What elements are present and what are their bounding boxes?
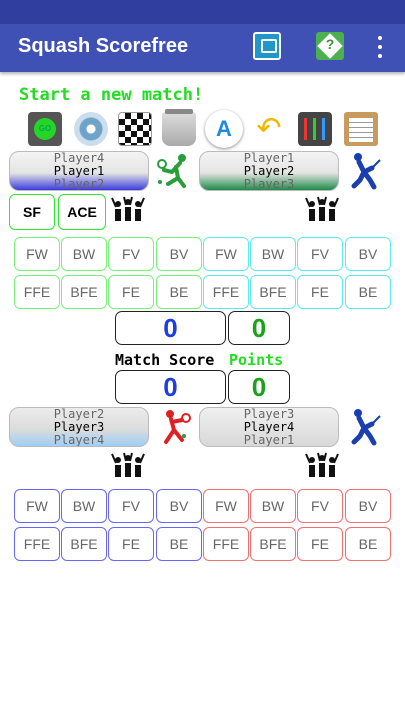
cheering-crowd-icon[interactable] xyxy=(110,452,146,484)
go-icon[interactable] xyxy=(28,112,62,146)
points-label: Points xyxy=(229,351,284,369)
player-line: Player4 xyxy=(53,151,105,165)
settings-gear-icon[interactable] xyxy=(74,112,108,146)
team-top-right-selector[interactable]: Player1 Player2 Player3 xyxy=(199,151,339,191)
team-bottom-match-score: 0 xyxy=(115,370,226,404)
shot-button[interactable]: FE xyxy=(108,527,154,561)
shot-button[interactable]: FV xyxy=(108,237,154,271)
shot-button[interactable]: FV xyxy=(297,237,343,271)
shot-button[interactable]: FW xyxy=(14,237,60,271)
shot-button[interactable]: BE xyxy=(156,275,202,309)
shot-button[interactable]: BFE xyxy=(61,275,107,309)
trash-icon[interactable] xyxy=(162,109,196,146)
player-line: Player1 xyxy=(243,151,295,165)
match-score-label: Match Score xyxy=(115,351,215,369)
shot-button[interactable]: FW xyxy=(14,489,60,523)
cheering-crowd-icon[interactable] xyxy=(304,452,340,484)
team-bottom-points: 0 xyxy=(228,370,290,404)
undo-icon[interactable]: ↶ xyxy=(252,112,286,146)
shot-button[interactable]: FW xyxy=(203,237,249,271)
tennis-player-icon xyxy=(154,150,194,190)
shot-button[interactable]: BFE xyxy=(61,527,107,561)
undo-glyph: ↶ xyxy=(256,112,282,145)
app-bar: Squash Scorefree ? xyxy=(0,24,405,72)
tennis-player-icon xyxy=(154,406,194,446)
cheering-crowd-icon[interactable] xyxy=(110,196,146,228)
shot-button[interactable]: BE xyxy=(345,275,391,309)
team-top-left-selector[interactable]: Player4 Player1 Player2 xyxy=(9,151,149,191)
squash-player-icon xyxy=(344,406,384,446)
shot-button[interactable]: BV xyxy=(345,237,391,271)
shot-button[interactable]: BW xyxy=(250,237,296,271)
shot-button[interactable]: FE xyxy=(297,527,343,561)
shot-button[interactable]: FE xyxy=(108,275,154,309)
team-bottom-right-selector[interactable]: Player3 Player4 Player1 xyxy=(199,407,339,447)
squash-player-icon xyxy=(344,150,384,190)
help-icon[interactable]: ? xyxy=(316,32,344,60)
team-bottom-left-selector[interactable]: Player2 Player3 Player4 xyxy=(9,407,149,447)
shot-button[interactable]: BW xyxy=(61,489,107,523)
shot-button[interactable]: FW xyxy=(203,489,249,523)
shot-button[interactable]: BFE xyxy=(250,275,296,309)
checkered-flag-icon[interactable] xyxy=(118,112,152,146)
shot-button[interactable]: BW xyxy=(61,237,107,271)
shot-button[interactable]: BV xyxy=(345,489,391,523)
player-line-selected: Player1 xyxy=(53,164,105,178)
start-new-match-text[interactable]: Start a new match! xyxy=(19,85,204,105)
cheering-crowd-icon[interactable] xyxy=(304,196,340,228)
player-line: Player4 xyxy=(53,433,105,447)
font-icon[interactable]: A xyxy=(205,110,243,148)
player-line: Player3 xyxy=(243,177,295,191)
player-line: Player2 xyxy=(53,407,105,421)
team-top-match-score: 0 xyxy=(115,311,226,345)
font-glyph: A xyxy=(216,116,232,141)
shot-button[interactable]: FV xyxy=(297,489,343,523)
shot-button[interactable]: FFE xyxy=(14,275,60,309)
status-bar xyxy=(0,0,405,24)
shot-button[interactable]: FE xyxy=(297,275,343,309)
shot-button[interactable]: BW xyxy=(250,489,296,523)
shot-button[interactable]: BE xyxy=(156,527,202,561)
player-line: Player3 xyxy=(243,407,295,421)
overflow-menu-icon[interactable] xyxy=(372,34,388,60)
player-line-selected: Player3 xyxy=(53,420,105,434)
ace-button[interactable]: ACE xyxy=(58,194,106,230)
player-line: Player1 xyxy=(243,433,295,447)
help-glyph: ? xyxy=(325,36,335,52)
player-line: Player2 xyxy=(53,177,105,191)
app-title: Squash Scorefree xyxy=(18,35,189,57)
shot-button[interactable]: FV xyxy=(108,489,154,523)
shot-button[interactable]: FFE xyxy=(203,275,249,309)
shot-button[interactable]: FFE xyxy=(14,527,60,561)
player-line-selected: Player2 xyxy=(243,164,295,178)
cast-icon[interactable] xyxy=(253,32,281,60)
clipboard-icon[interactable] xyxy=(344,112,378,146)
shot-button[interactable]: BV xyxy=(156,489,202,523)
sf-button[interactable]: SF xyxy=(9,194,55,230)
shot-button[interactable]: BV xyxy=(156,237,202,271)
shot-button[interactable]: BE xyxy=(345,527,391,561)
player-line-selected: Player4 xyxy=(243,420,295,434)
mixer-icon[interactable] xyxy=(298,112,332,146)
shot-button[interactable]: FFE xyxy=(203,527,249,561)
team-top-points: 0 xyxy=(228,311,290,345)
shot-button[interactable]: BFE xyxy=(250,527,296,561)
